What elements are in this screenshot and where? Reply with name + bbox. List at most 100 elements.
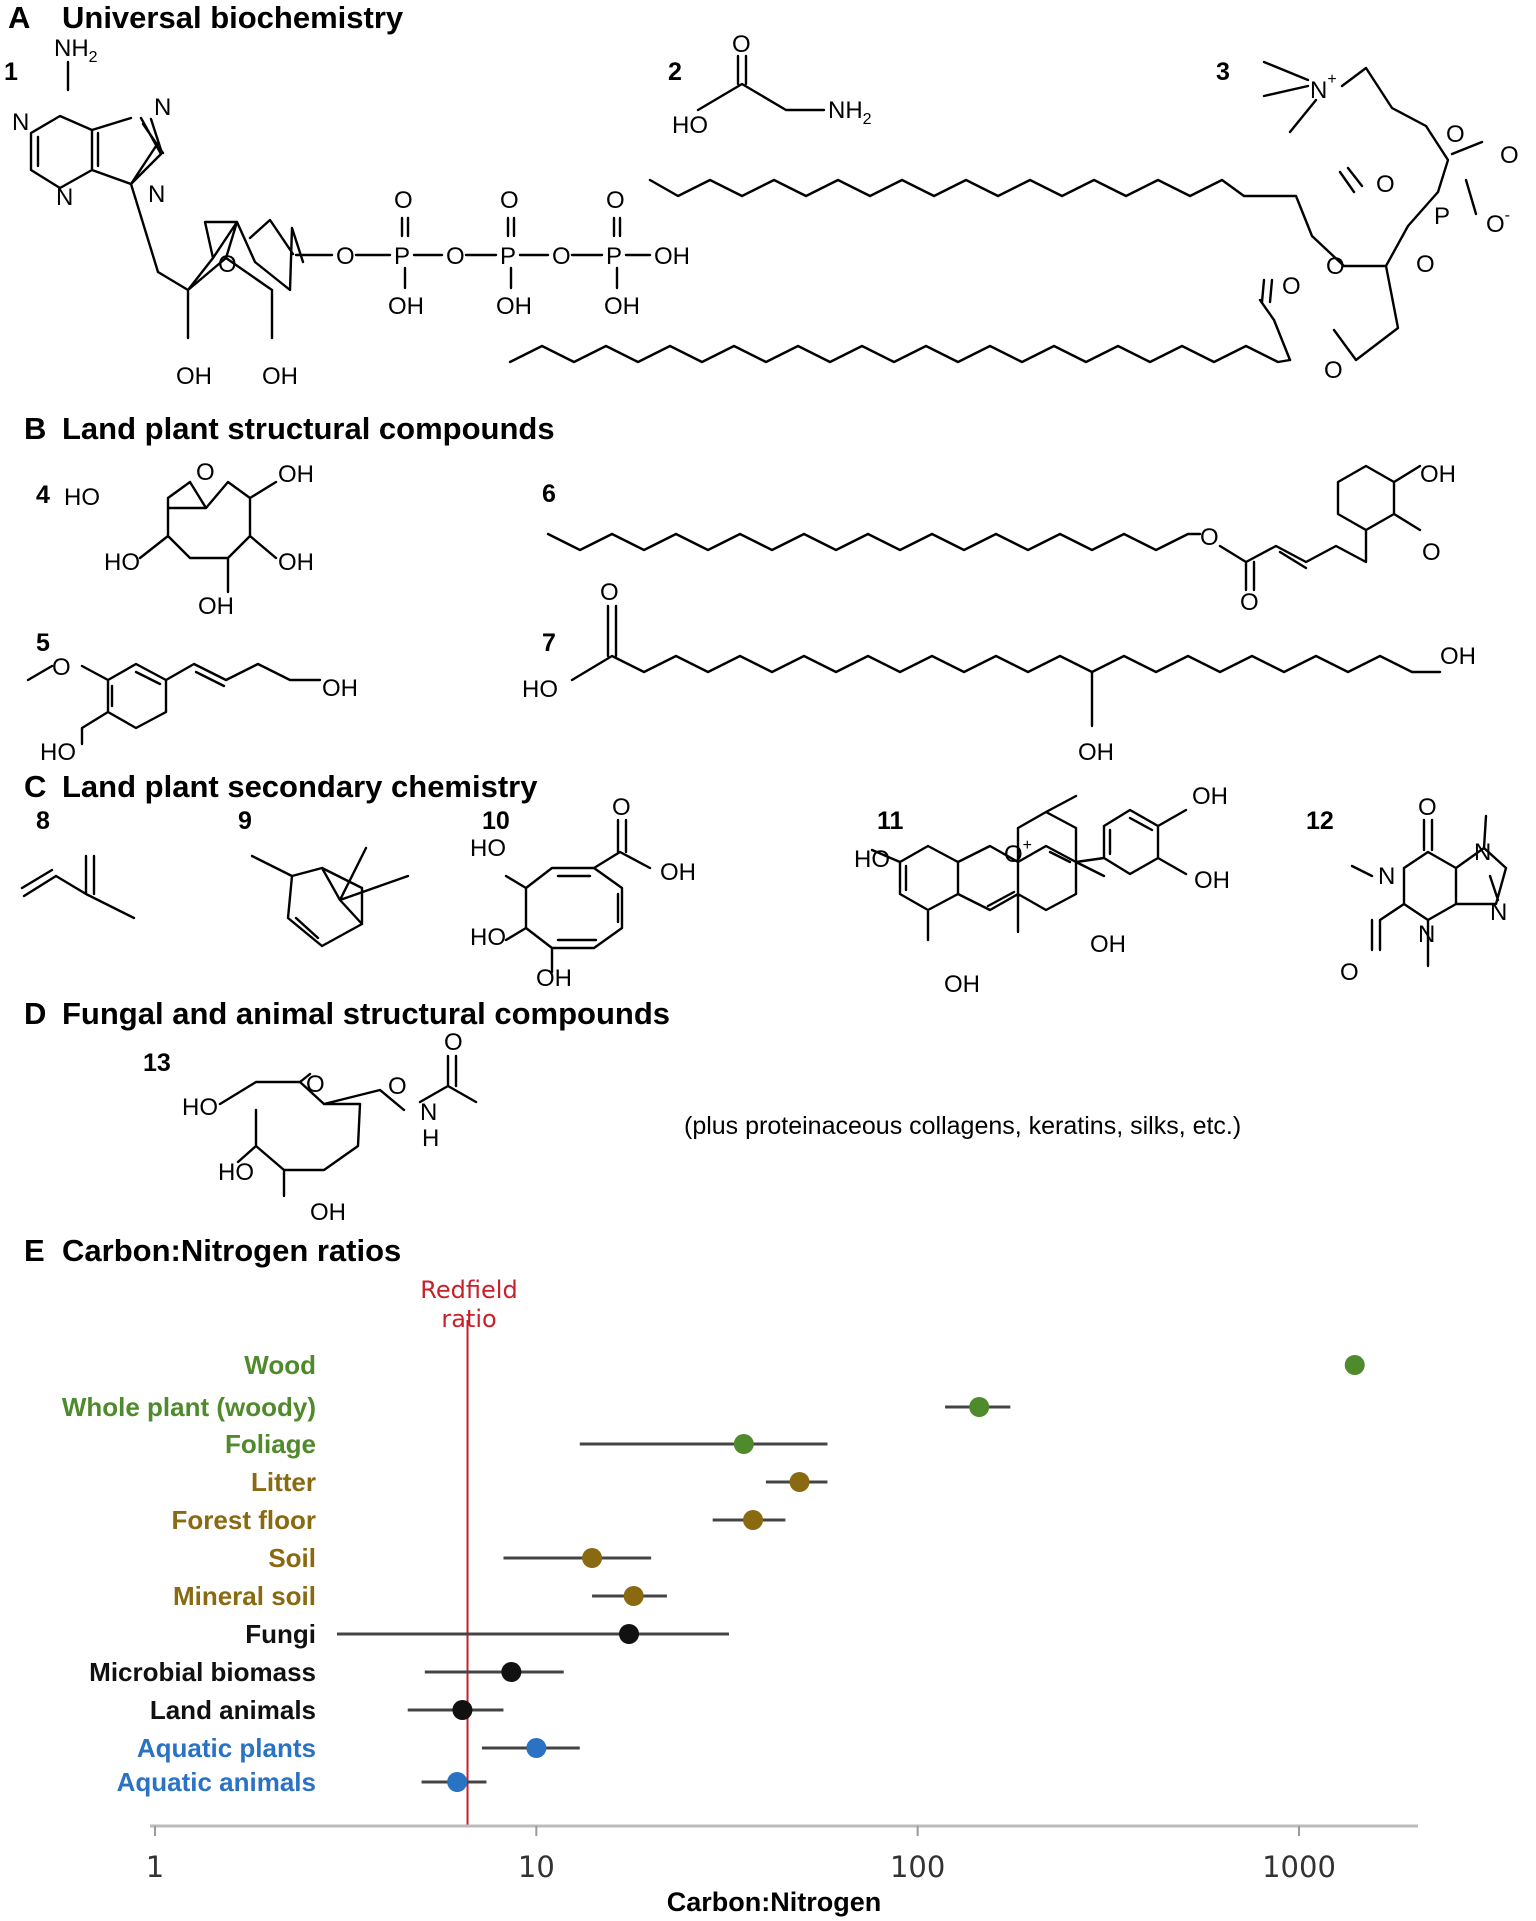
panel-d-heading: D Fungal and animal structural compounds bbox=[24, 996, 670, 1031]
chart-row: Litter bbox=[251, 1467, 828, 1497]
atom-label: NH2 bbox=[828, 97, 872, 128]
atom-label: N bbox=[420, 1099, 437, 1126]
structure-hydroxy-fatty-acid: O HO OH OH bbox=[522, 579, 1476, 766]
chart-row: Soil bbox=[268, 1543, 652, 1573]
atom-label: HO bbox=[64, 484, 100, 511]
atom-label: O bbox=[612, 794, 631, 821]
atom-label: O bbox=[306, 1071, 325, 1098]
atom-label: N bbox=[56, 184, 73, 211]
atom-label: O bbox=[1240, 589, 1259, 616]
atom-label: HO bbox=[40, 739, 76, 766]
atom-label: OH bbox=[262, 363, 298, 390]
atom-label: O bbox=[732, 31, 751, 58]
atom-label: N bbox=[1378, 863, 1395, 890]
atom-label: OH bbox=[536, 965, 572, 992]
category-label: Fungi bbox=[245, 1619, 316, 1649]
atom-label: O bbox=[1282, 273, 1301, 300]
structure-coniferyl-alcohol: O HO OH bbox=[26, 654, 358, 766]
atom-label: OH bbox=[944, 971, 980, 998]
atom-label: H bbox=[422, 1125, 439, 1152]
panel-b-heading: B Land plant structural compounds bbox=[24, 411, 555, 446]
chart-row: Aquatic plants bbox=[137, 1733, 580, 1763]
chart-row: Foliage bbox=[225, 1429, 828, 1459]
atom-label: HO bbox=[218, 1159, 254, 1186]
atom-label: HO bbox=[470, 835, 506, 862]
atom-label: HO bbox=[470, 924, 506, 951]
x-tick-label: 1 bbox=[146, 1850, 164, 1884]
structure-caffeine: O N N N N O bbox=[1340, 794, 1507, 986]
data-point bbox=[501, 1662, 522, 1682]
atom-label: P bbox=[606, 243, 622, 270]
category-label: Litter bbox=[251, 1467, 316, 1497]
compound-number: 3 bbox=[1216, 58, 1230, 86]
structure-isoprene bbox=[20, 854, 136, 920]
chart-row: Mineral soil bbox=[173, 1581, 667, 1611]
atom-label: O bbox=[218, 251, 237, 278]
category-label: Aquatic plants bbox=[137, 1733, 316, 1763]
atom-label: HO bbox=[104, 549, 140, 576]
panel-letter: A bbox=[8, 0, 30, 35]
atom-label: N+ bbox=[1310, 71, 1337, 104]
panel-title: Universal biochemistry bbox=[62, 0, 404, 35]
compound-number: 5 bbox=[36, 629, 50, 657]
chart-row: Forest floor bbox=[172, 1505, 786, 1535]
protein-note: (plus proteinaceous collagens, keratins,… bbox=[684, 1112, 1241, 1140]
structure-atp: NH2 N N N N O OH OH O P O OH O P O OH O … bbox=[12, 35, 690, 390]
atom-label: OH bbox=[660, 859, 696, 886]
compound-number: 9 bbox=[238, 807, 252, 835]
chart-row: Land animals bbox=[150, 1695, 504, 1725]
data-point bbox=[452, 1700, 473, 1720]
atom-label: HO bbox=[522, 676, 558, 703]
data-point bbox=[623, 1586, 644, 1606]
atom-label: OH bbox=[1078, 739, 1114, 766]
data-point bbox=[619, 1624, 640, 1644]
atom-label: O bbox=[500, 187, 519, 214]
atom-label: N bbox=[1490, 899, 1507, 926]
panel-letter: D bbox=[24, 996, 46, 1031]
structure-gallic-acid: O OH HO HO OH bbox=[470, 794, 696, 992]
data-point bbox=[969, 1397, 990, 1417]
redfield-label: Redfield bbox=[420, 1276, 517, 1304]
atom-label: N bbox=[1474, 839, 1491, 866]
category-label: Microbial biomass bbox=[89, 1657, 316, 1687]
atom-label: O bbox=[552, 243, 571, 270]
compound-number: 1 bbox=[4, 58, 18, 86]
compound-number: 4 bbox=[36, 481, 50, 509]
compound-number: 2 bbox=[668, 58, 682, 86]
panel-title: Carbon:Nitrogen ratios bbox=[62, 1233, 401, 1268]
atom-label: OH bbox=[310, 1199, 346, 1226]
data-point bbox=[1344, 1355, 1365, 1375]
atom-label: OH bbox=[1192, 783, 1228, 810]
atom-label: O bbox=[336, 243, 355, 270]
category-label: Forest floor bbox=[172, 1505, 316, 1535]
structure-glucose: O HO OH HO OH OH bbox=[64, 459, 314, 620]
x-tick-label: 100 bbox=[890, 1850, 945, 1884]
compound-number: 11 bbox=[877, 807, 904, 835]
compound-number: 7 bbox=[542, 629, 556, 657]
panel-title: Fungal and animal structural compounds bbox=[62, 996, 670, 1031]
panel-e-heading: E Carbon:Nitrogen ratios bbox=[24, 1233, 401, 1268]
panel-letter: B bbox=[24, 411, 46, 446]
atom-label: OH bbox=[1090, 931, 1126, 958]
atom-label: O bbox=[394, 187, 413, 214]
atom-label: O bbox=[1418, 794, 1437, 821]
atom-label: O bbox=[1500, 142, 1519, 169]
structure-pinene bbox=[250, 846, 410, 948]
atom-label: OH bbox=[496, 293, 532, 320]
chart-row: Wood bbox=[244, 1350, 1365, 1380]
atom-label: NH2 bbox=[54, 35, 98, 66]
atom-label: O bbox=[1324, 357, 1343, 384]
structure-cyanidin: O+ HO OH OH OH OH bbox=[854, 783, 1230, 998]
atom-label: P bbox=[1434, 203, 1450, 230]
atom-label: O bbox=[1376, 171, 1395, 198]
atom-label: OH bbox=[198, 593, 234, 620]
atom-label: OH bbox=[278, 461, 314, 488]
atom-label: OH bbox=[322, 675, 358, 702]
atom-label: HO bbox=[182, 1094, 218, 1121]
panel-a-heading: A Universal biochemistry bbox=[8, 0, 404, 35]
category-label: Whole plant (woody) bbox=[62, 1392, 316, 1422]
atom-label: O bbox=[446, 243, 465, 270]
